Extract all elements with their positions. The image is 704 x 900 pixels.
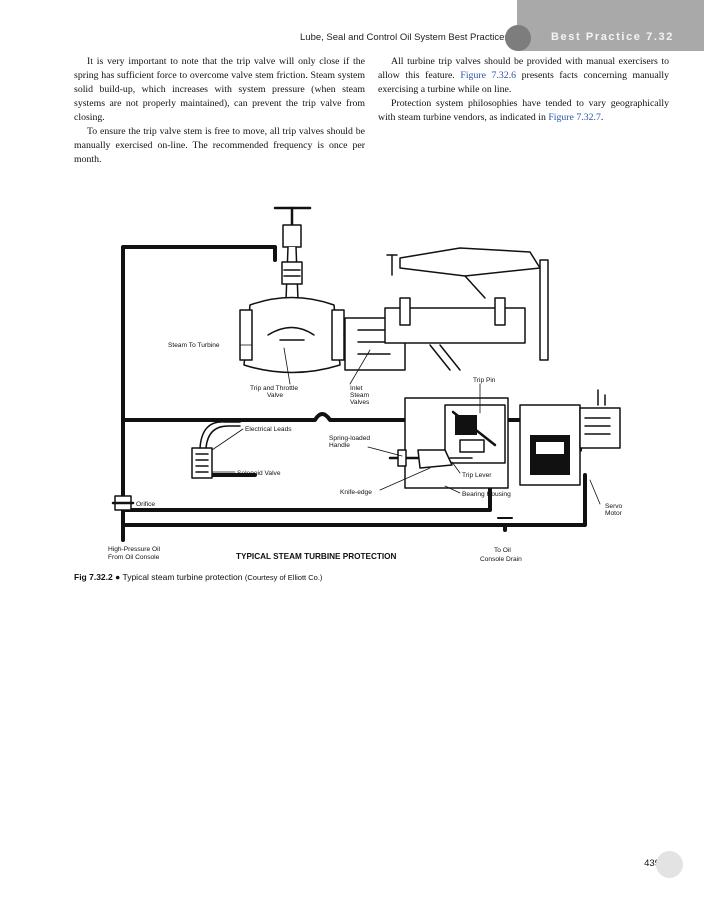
right-paragraph-1-text-b: presents facts concerning manually exerc… [378, 70, 670, 95]
right-paragraph-1-text-a: All turbine trip valves should be provid… [378, 56, 669, 81]
label-electrical-leads: Electrical Leads [245, 426, 292, 433]
page-number-disc [656, 851, 683, 878]
label-servo-1: Servo [605, 503, 623, 510]
section-tab: Best Practice 7.32 [505, 0, 704, 51]
label-steam-to-turbine: Steam To Turbine [168, 342, 220, 349]
label-to-oil-1: To Oil [494, 547, 511, 554]
label-inlet-2: Steam [350, 392, 370, 399]
leader-lines [211, 344, 601, 505]
orifice-fitting [111, 495, 135, 511]
figure-caption: Fig 7.32.2 ● Typical steam turbine prote… [74, 572, 322, 582]
trip-throttle-valve [239, 206, 386, 374]
protection-diagram: Steam To Turbine Trip and Throttle Valve… [108, 206, 623, 563]
right-paragraph-2-text-a: Protection system philosophies have tend… [378, 98, 669, 123]
label-trip-throttle-1: Trip and Throttle [250, 385, 298, 392]
caption-bullet: ● [115, 572, 121, 582]
label-inlet-3: Valves [350, 399, 370, 406]
label-spring-loaded-2: Handle [329, 442, 350, 449]
section-label: Best Practice 7.32 [551, 31, 674, 43]
steam-turbine-protection-figure: Steam To Turbine Trip and Throttle Valve… [100, 200, 640, 572]
left-paragraph-2: To ensure the trip valve stem is free to… [74, 126, 365, 165]
figure-7-32-7-link[interactable]: Figure 7.32.7 [548, 112, 601, 123]
caption-text: Typical steam turbine protection [122, 572, 243, 582]
label-hp-oil-1: High-Pressure Oil [108, 546, 161, 553]
label-bearing-housing: Bearing Housing [462, 491, 511, 498]
label-hp-oil-2: From Oil Console [108, 554, 160, 561]
running-title: Lube, Seal and Control Oil System Best P… [300, 32, 510, 43]
left-paragraph-1: It is very important to note that the tr… [74, 56, 365, 123]
label-trip-throttle-2: Valve [267, 392, 283, 399]
bearing-housing [404, 397, 509, 489]
right-column: All turbine trip valves should be provid… [378, 55, 669, 125]
label-inlet-1: Inlet [350, 385, 363, 392]
label-to-oil-2: Console Drain [480, 556, 522, 563]
label-servo-2: Motor [605, 510, 623, 517]
label-orifice: Orifice [136, 501, 155, 508]
label-trip-pin: Trip Pin [473, 377, 496, 384]
figure-7-32-6-link[interactable]: Figure 7.32.6 [460, 70, 517, 81]
section-tab-disc [505, 25, 531, 51]
right-paragraph-1: All turbine trip valves should be provid… [378, 55, 669, 97]
label-trip-lever: Trip Lever [462, 472, 492, 479]
spring-handle-assembly [388, 449, 473, 469]
servo-motor [519, 389, 621, 486]
label-solenoid-valve: Solenoid Valve [237, 470, 281, 477]
label-spring-loaded-1: Spring-loaded [329, 435, 370, 442]
inlet-steam-valves [344, 247, 549, 371]
label-knife-edge: Knife-edge [340, 489, 372, 496]
left-column: It is very important to note that the tr… [74, 55, 365, 167]
label-figure-title: TYPICAL STEAM TURBINE PROTECTION [236, 552, 397, 561]
right-paragraph-2: Protection system philosophies have tend… [378, 97, 669, 125]
solenoid-valve [191, 421, 241, 479]
right-paragraph-2-text-b: . [600, 112, 604, 123]
caption-number: Fig 7.32.2 [74, 572, 113, 582]
caption-credit: (Courtesy of Elliott Co.) [244, 573, 323, 582]
page-number: 439 [644, 858, 660, 869]
